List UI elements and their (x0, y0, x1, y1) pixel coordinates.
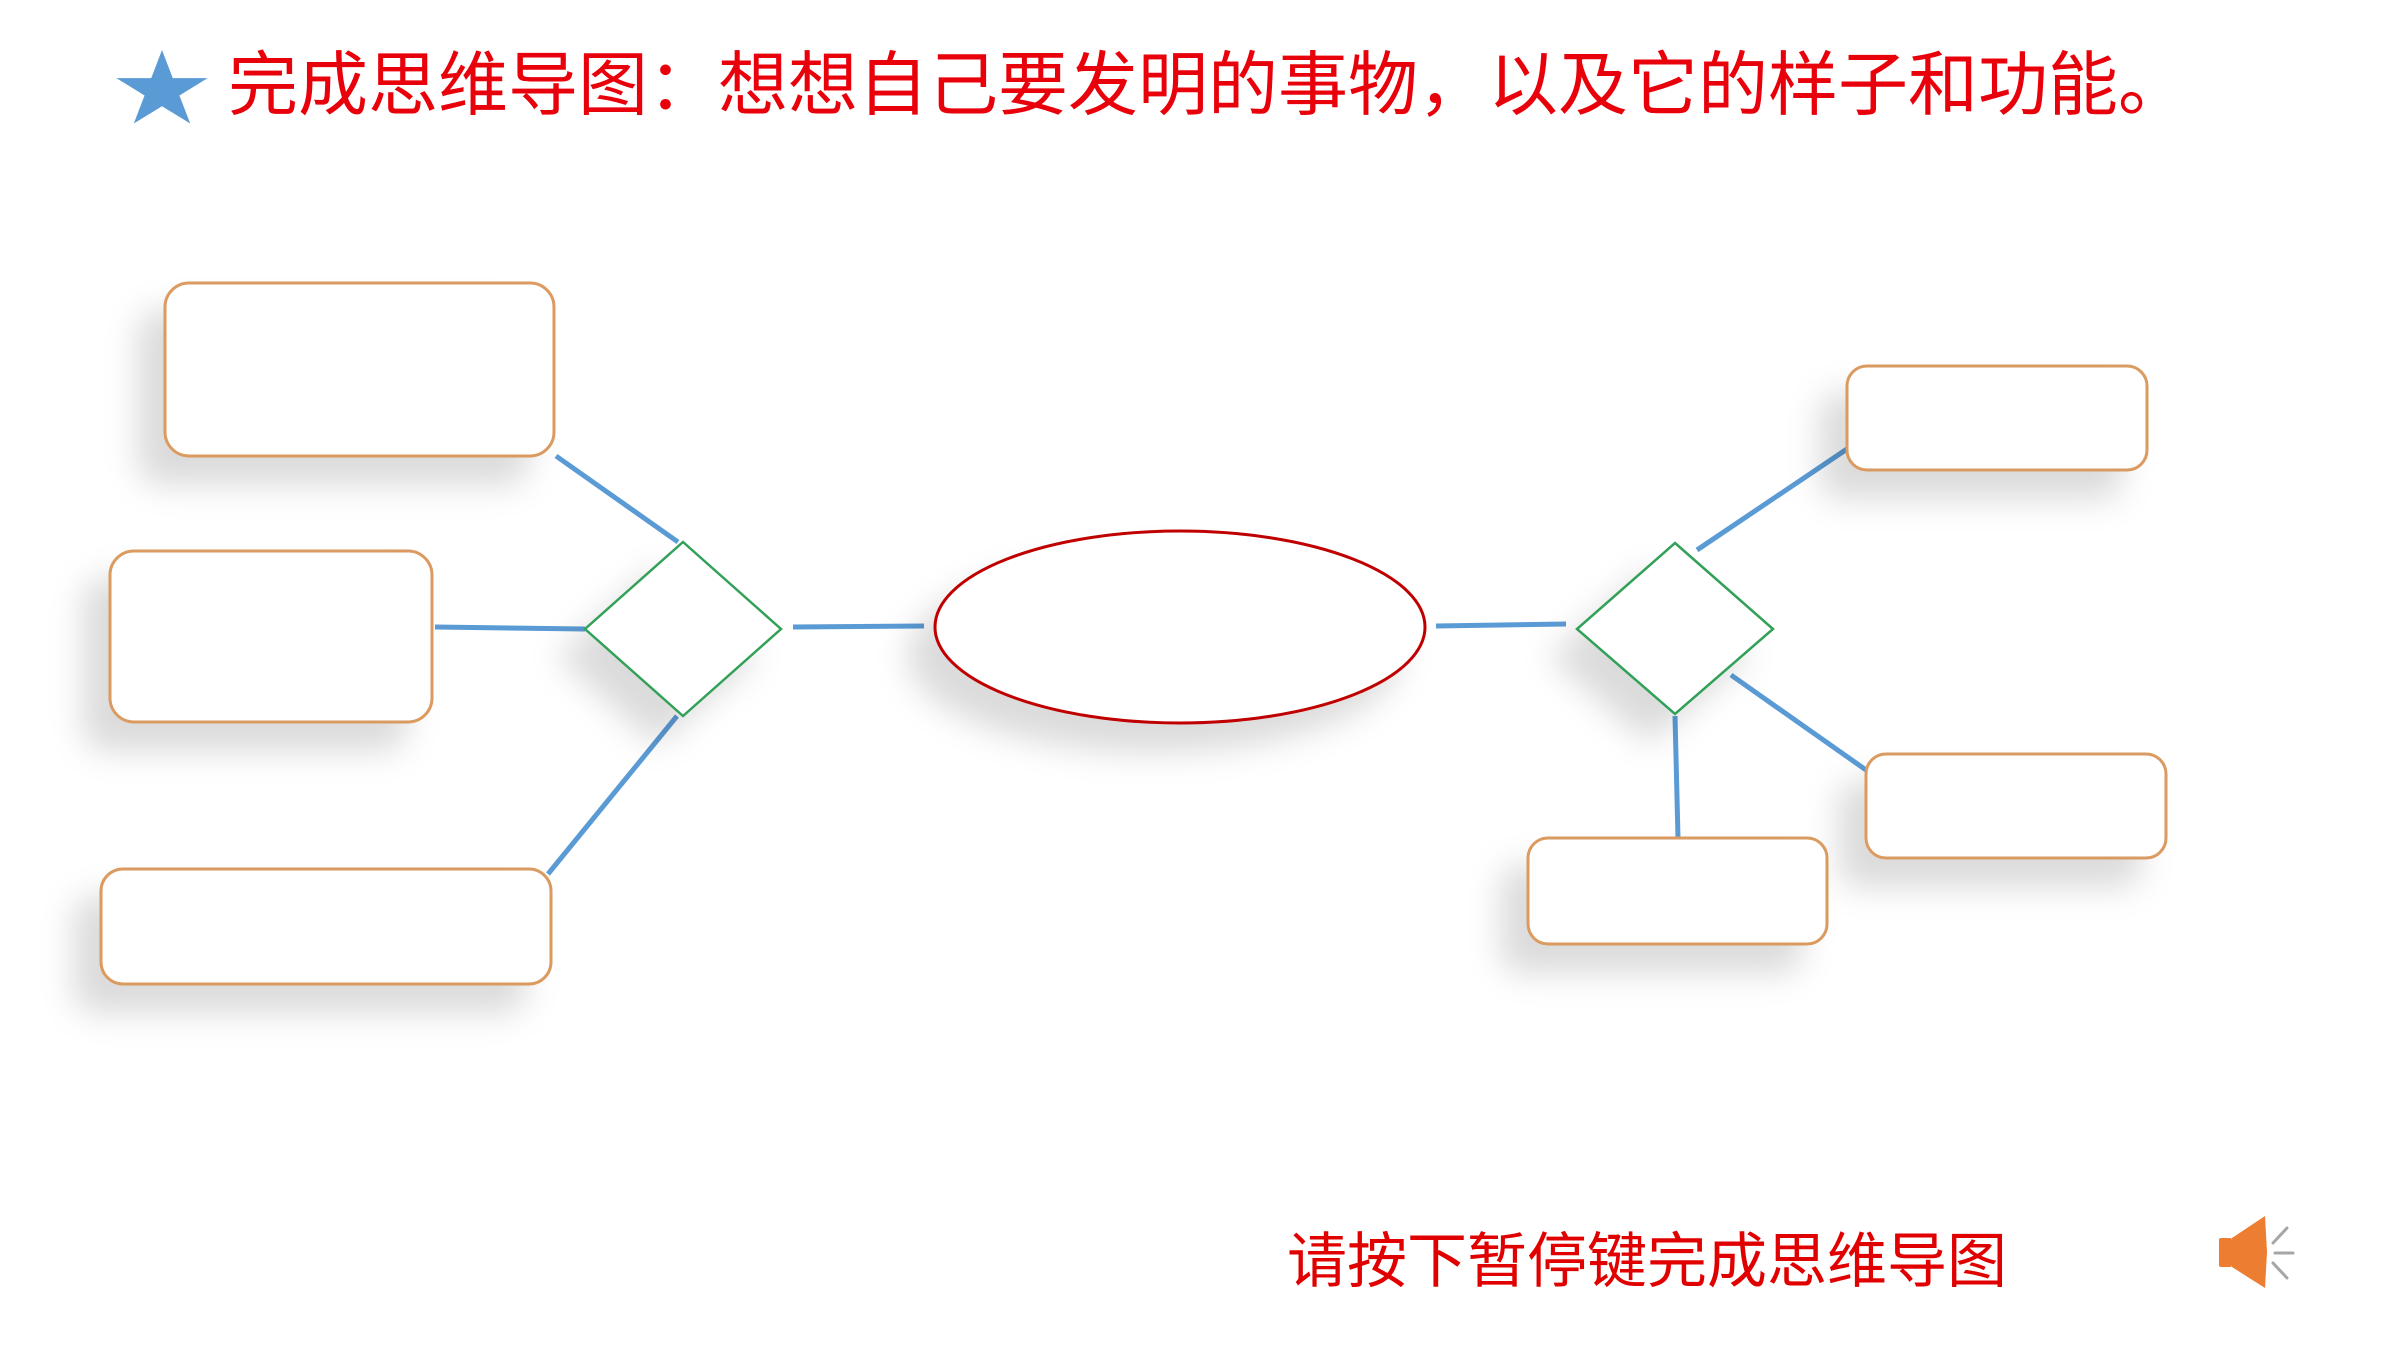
speaker-cone (2232, 1216, 2267, 1288)
star-icon (116, 50, 208, 124)
sound-wave-top (2271, 1226, 2289, 1245)
speaker-icon[interactable] (2213, 1211, 2303, 1293)
branch-diamond-right (1575, 541, 1775, 716)
star-shape (116, 50, 208, 124)
connector-left-top (554, 453, 680, 545)
connector-center-to-right-diamond (1435, 621, 1567, 629)
connector-left-middle (434, 624, 586, 632)
connector-right-top (1695, 446, 1849, 553)
leaf-box-right-bottom (1526, 836, 1829, 946)
leaf-box-right-lower (1864, 752, 2168, 860)
leaf-box-left-bottom (99, 867, 553, 986)
branch-diamond-left (583, 540, 783, 718)
connector-right-lower (1729, 672, 1868, 773)
sound-wave-bottom (2271, 1261, 2289, 1280)
center-ellipse (933, 529, 1427, 725)
speaker-body (2219, 1238, 2232, 1267)
pause-instruction-text: 请按下暂停键完成思维导图 (1287, 1227, 2007, 1297)
slide-title: 完成思维导图：想想自己要发明的事物，以及它的样子和功能。 (228, 44, 2188, 126)
leaf-box-left-middle (108, 549, 434, 724)
leaf-box-right-top (1845, 364, 2149, 472)
connector-left-bottom (546, 714, 679, 876)
leaf-box-left-top (163, 281, 556, 458)
connector-right-bottom (1672, 715, 1681, 839)
connector-left-diamond-to-center (792, 623, 925, 630)
